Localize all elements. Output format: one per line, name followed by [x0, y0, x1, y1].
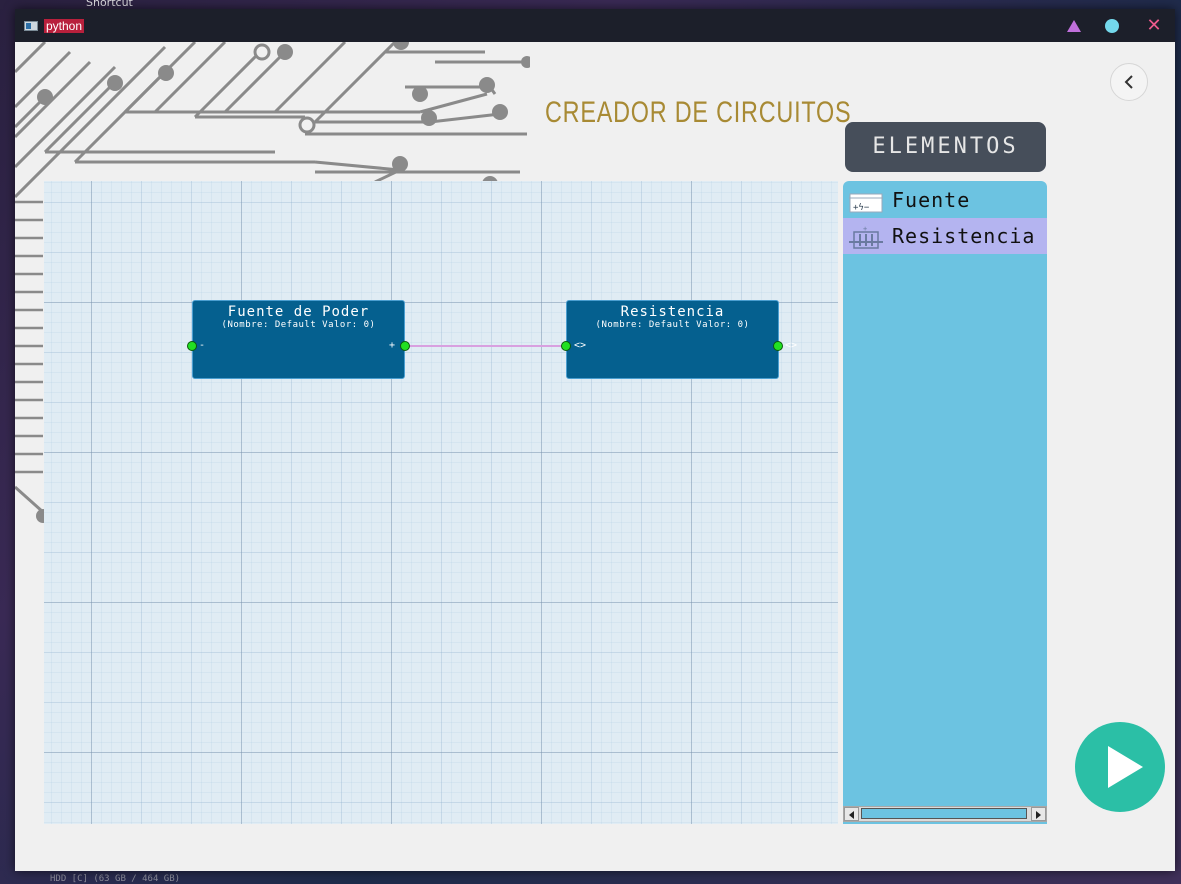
circuit-canvas[interactable]: Fuente de Poder (Nombre: Default Valor: … [44, 181, 838, 824]
item-label: Resistencia [892, 224, 1036, 248]
resistor-icon: + [849, 225, 883, 249]
elements-header: ELEMENTOS [845, 122, 1046, 172]
back-button[interactable] [1110, 63, 1148, 101]
port-negative[interactable] [187, 341, 197, 351]
scroll-left-arrow-icon[interactable] [844, 807, 859, 821]
minimize-icon[interactable] [1066, 18, 1082, 34]
circuit-board-decoration [15, 42, 530, 523]
node-subtitle: (Nombre: Default Valor: 0) [221, 320, 376, 330]
app-title: CREADOR DE CIRCUITOS [545, 96, 852, 129]
scroll-right-arrow-icon[interactable] [1031, 807, 1046, 821]
power-source-icon: +ϟ− [849, 193, 883, 213]
elements-list[interactable]: +ϟ− Fuente + Resistencia [843, 181, 1047, 824]
title-bar[interactable]: python ✕ [15, 9, 1175, 42]
maximize-icon[interactable] [1104, 18, 1120, 34]
window-title: python [44, 19, 85, 33]
desktop-shortcut-label: Shortcut [86, 0, 133, 9]
scrollbar-thumb[interactable] [861, 808, 1027, 819]
port-resistor-out-label: <> [785, 340, 798, 351]
port-positive[interactable] [400, 341, 410, 351]
run-simulation-button[interactable] [1075, 722, 1165, 812]
list-item-fuente[interactable]: +ϟ− Fuente [843, 182, 1047, 218]
chevron-left-icon [1124, 75, 1133, 89]
node-title: Fuente de Poder [227, 304, 370, 320]
horizontal-scrollbar[interactable] [843, 806, 1047, 822]
node-title: Resistencia [620, 304, 725, 320]
node-power-source[interactable]: Fuente de Poder (Nombre: Default Valor: … [192, 300, 405, 379]
node-resistor[interactable]: Resistencia (Nombre: Default Valor: 0) [566, 300, 779, 379]
svg-text:+: + [863, 225, 867, 233]
app-window: python ✕ [15, 9, 1175, 871]
node-subtitle: (Nombre: Default Valor: 0) [595, 320, 750, 330]
list-item-resistencia[interactable]: + Resistencia [843, 218, 1047, 254]
desktop-status-text: HDD [C] (63 GB / 464 GB) [50, 874, 181, 884]
port-positive-label: + [389, 340, 396, 351]
port-negative-label: - [199, 340, 206, 351]
svg-text:+ϟ−: +ϟ− [853, 203, 870, 213]
port-resistor-in-label: <> [574, 340, 587, 351]
python-app-icon [24, 21, 38, 31]
port-resistor-out[interactable] [773, 341, 783, 351]
wire-connection[interactable] [405, 345, 567, 347]
port-resistor-in[interactable] [561, 341, 571, 351]
item-label: Fuente [892, 188, 971, 212]
close-icon[interactable]: ✕ [1146, 15, 1162, 36]
